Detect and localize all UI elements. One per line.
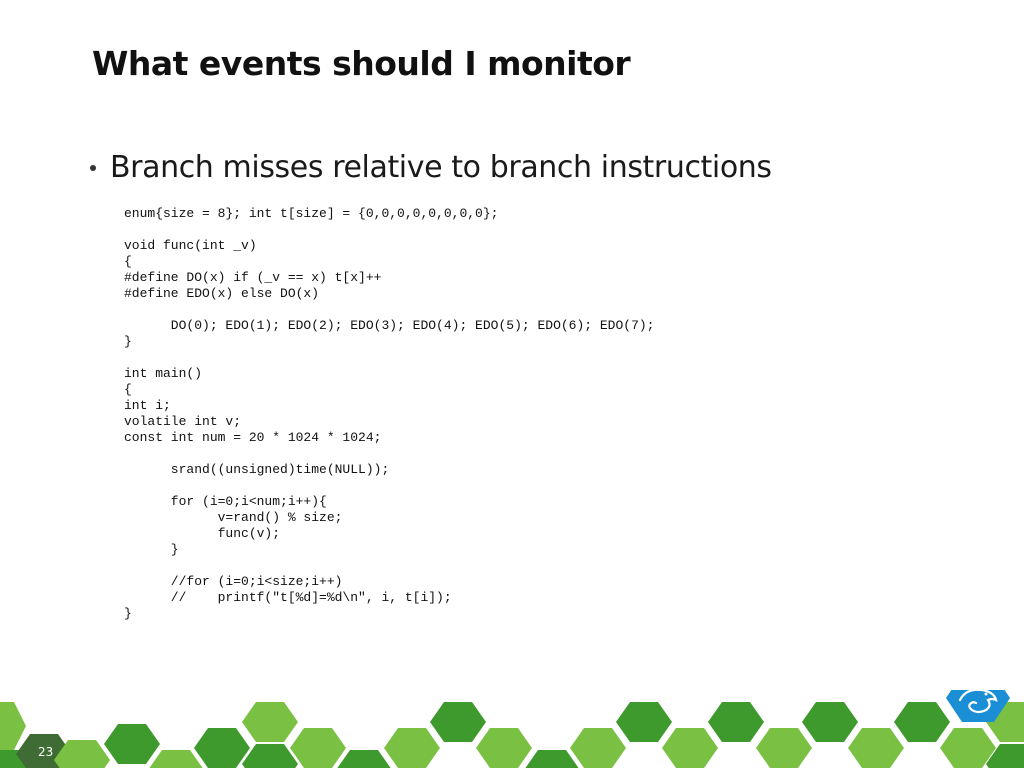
bullet-text: Branch misses relative to branch instruc…	[110, 150, 772, 185]
code-block: enum{size = 8}; int t[size] = {0,0,0,0,0…	[124, 206, 655, 621]
page-number: 23	[38, 745, 54, 759]
hexagon-footer	[0, 690, 1024, 768]
chameleon-logo-icon	[946, 690, 1010, 722]
bullet-item: Branch misses relative to branch instruc…	[90, 150, 772, 185]
hexagon-pattern	[0, 702, 1024, 768]
slide-title: What events should I monitor	[92, 44, 631, 83]
bullet-dot-icon	[90, 164, 96, 171]
